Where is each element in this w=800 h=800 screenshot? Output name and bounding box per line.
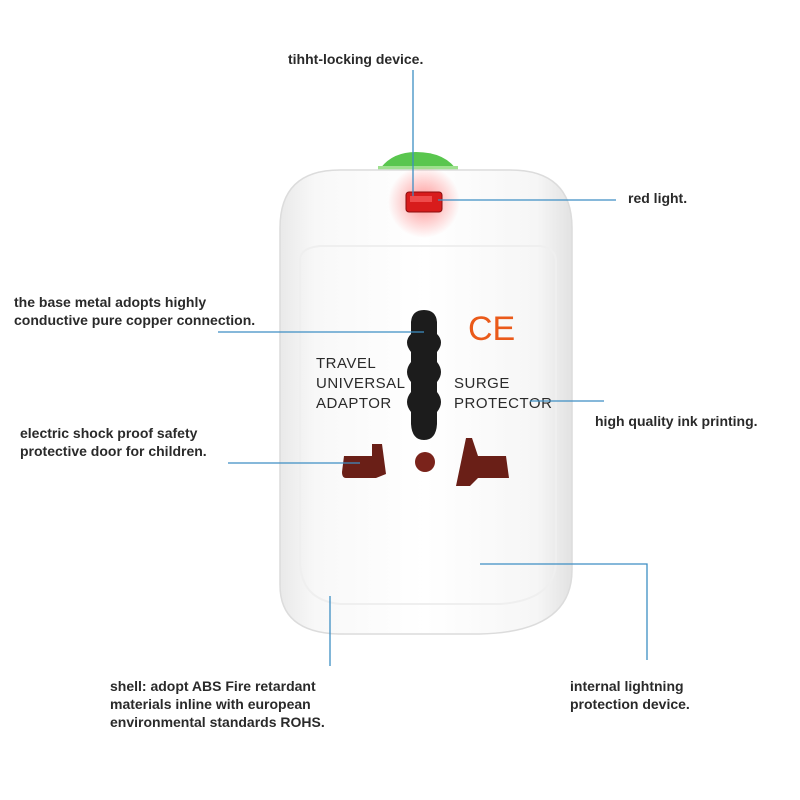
print-line-protector: PROTECTOR <box>454 395 552 412</box>
leader-lines <box>218 70 648 666</box>
callout-shell: shell: adopt ABS Fire retardant material… <box>110 677 325 731</box>
callout-shock-proof-line-1: electric shock proof safety <box>20 425 198 441</box>
left-socket-hole <box>342 444 386 478</box>
callout-red-light: red light. <box>628 189 687 207</box>
callout-red-light-text: red light. <box>628 190 688 206</box>
ce-mark: CE <box>468 310 515 348</box>
center-socket-hole <box>415 452 435 472</box>
leader-line-lightning <box>480 563 648 660</box>
callout-locking-device-text: tihht-locking device. <box>288 51 424 67</box>
red-light-shine <box>410 196 432 202</box>
earth-slot <box>407 310 441 440</box>
print-line-universal: UNIVERSAL <box>316 375 406 392</box>
callout-shock-proof-line-2: protective door for children. <box>20 443 207 459</box>
callout-shell-line-2: materials inline with european <box>110 696 311 712</box>
callout-ink-printing-text: high quality ink printing. <box>595 413 758 429</box>
callout-shock-proof: electric shock proof safety protective d… <box>20 424 207 460</box>
callout-ink-printing: high quality ink printing. <box>595 412 758 430</box>
callout-base-metal: the base metal adopts highly conductive … <box>14 293 255 329</box>
right-socket-hole <box>456 438 509 486</box>
print-line-adaptor: ADAPTOR <box>316 395 392 412</box>
callout-shell-line-1: shell: adopt ABS Fire retardant <box>110 678 316 694</box>
callout-lightning: internal lightning protection device. <box>570 677 690 713</box>
callout-shell-line-3: environmental standards ROHS. <box>110 714 325 730</box>
callout-base-metal-line-2: conductive pure copper connection. <box>14 312 256 328</box>
print-line-surge: SURGE <box>454 375 510 392</box>
callout-lightning-line-2: protection device. <box>570 696 690 712</box>
callout-base-metal-line-1: the base metal adopts highly <box>14 294 207 310</box>
callout-lightning-line-1: internal lightning <box>570 678 684 694</box>
callout-locking-device: tihht-locking device. <box>288 50 423 68</box>
print-line-travel: TRAVEL <box>316 355 376 372</box>
